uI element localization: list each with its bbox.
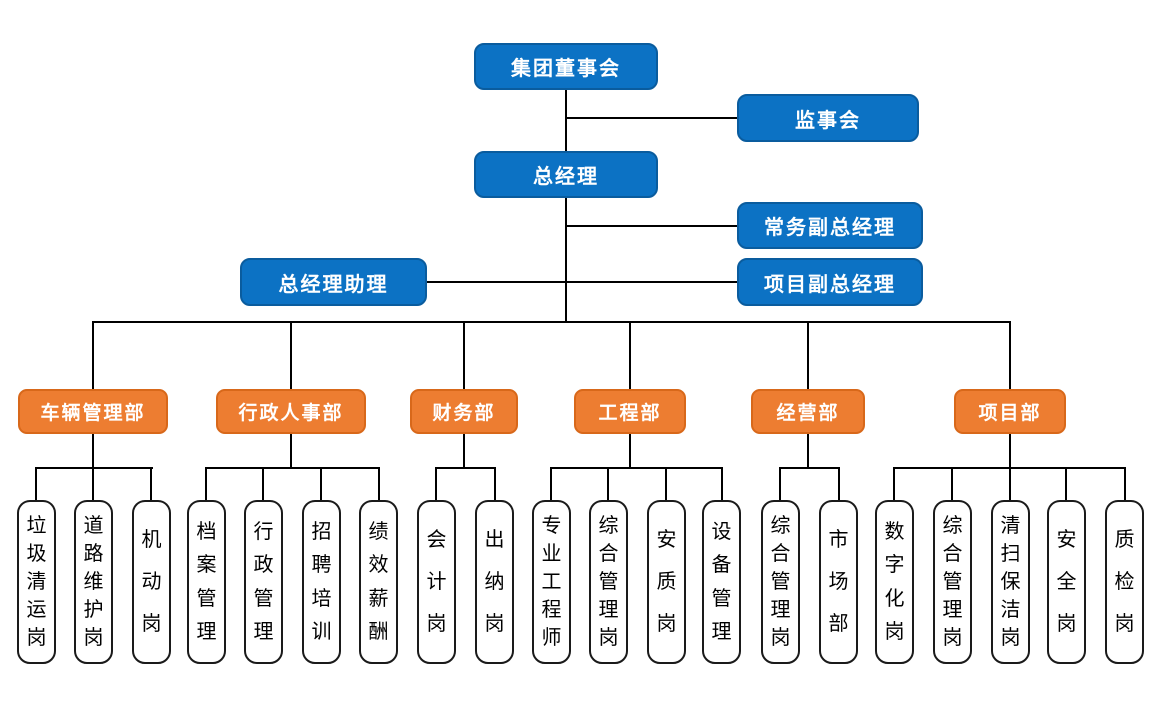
position-box: 行政管理: [244, 500, 283, 664]
connector-line: [665, 467, 667, 500]
connector-line: [435, 467, 437, 500]
connector-line: [1124, 467, 1126, 500]
connector-line: [951, 467, 953, 500]
position-box: 安全岗: [1047, 500, 1086, 664]
connector-line: [629, 433, 631, 469]
connector-line: [35, 467, 153, 469]
position-box: 清扫保洁岗: [991, 500, 1030, 664]
connector-line: [893, 467, 895, 500]
connector-line: [566, 117, 737, 119]
connector-line: [92, 321, 94, 389]
board-box: 集团董事会: [474, 43, 658, 90]
connector-line: [838, 467, 840, 500]
connector-line: [565, 90, 567, 323]
position-box: 市场部: [819, 500, 858, 664]
connector-line: [629, 321, 631, 389]
connector-line: [262, 467, 264, 500]
general-manager-box: 总经理: [474, 151, 658, 198]
position-box: 档案管理: [187, 500, 226, 664]
connector-line: [494, 467, 496, 500]
project-dept-box: 项目部: [954, 389, 1066, 434]
connector-line: [92, 467, 94, 500]
gm-assistant-box: 总经理助理: [240, 258, 427, 306]
position-box: 综合管理岗: [589, 500, 628, 664]
connector-line: [290, 433, 292, 469]
position-box: 出纳岗: [475, 500, 514, 664]
supervisory-board-box: 监事会: [737, 94, 919, 142]
connector-line: [463, 433, 465, 469]
connector-line: [1065, 467, 1067, 500]
operations-dept-box: 经营部: [751, 389, 865, 434]
connector-line: [607, 467, 609, 500]
connector-line: [779, 467, 840, 469]
connector-line: [807, 433, 809, 469]
finance-dept-box: 财务部: [410, 389, 518, 434]
connector-line: [92, 321, 1011, 323]
position-box: 会计岗: [417, 500, 456, 664]
connector-line: [807, 321, 809, 389]
connector-line: [550, 467, 723, 469]
project-deputy-gm-box: 项目副总经理: [737, 258, 923, 306]
position-box: 绩效薪酬: [359, 500, 398, 664]
connector-line: [463, 321, 465, 389]
position-box: 机动岗: [132, 500, 171, 664]
connector-line: [566, 225, 737, 227]
position-box: 垃圾清运岗: [17, 500, 56, 664]
connector-line: [1009, 433, 1011, 469]
connector-line: [779, 467, 781, 500]
engineering-dept-box: 工程部: [574, 389, 686, 434]
position-box: 安质岗: [647, 500, 686, 664]
connector-line: [150, 467, 152, 500]
connector-line: [35, 467, 37, 500]
connector-line: [378, 467, 380, 500]
connector-line: [205, 467, 207, 500]
executive-deputy-gm-box: 常务副总经理: [737, 202, 923, 249]
position-box: 综合管理岗: [761, 500, 800, 664]
position-box: 质检岗: [1105, 500, 1144, 664]
connector-line: [320, 467, 322, 500]
connector-line: [290, 321, 292, 389]
position-box: 道路维护岗: [74, 500, 113, 664]
position-box: 专业工程师: [532, 500, 571, 664]
connector-line: [1009, 467, 1011, 500]
position-box: 数字化岗: [875, 500, 914, 664]
connector-line: [435, 467, 496, 469]
vehicle-management-dept-box: 车辆管理部: [18, 389, 168, 434]
connector-line: [550, 467, 552, 500]
position-box: 综合管理岗: [933, 500, 972, 664]
connector-line: [92, 433, 94, 469]
connector-line: [205, 467, 380, 469]
connector-line: [1009, 321, 1011, 389]
admin-hr-dept-box: 行政人事部: [216, 389, 366, 434]
position-box: 设备管理: [702, 500, 741, 664]
position-box: 招聘培训: [302, 500, 341, 664]
connector-line: [721, 467, 723, 500]
connector-line: [427, 281, 737, 283]
